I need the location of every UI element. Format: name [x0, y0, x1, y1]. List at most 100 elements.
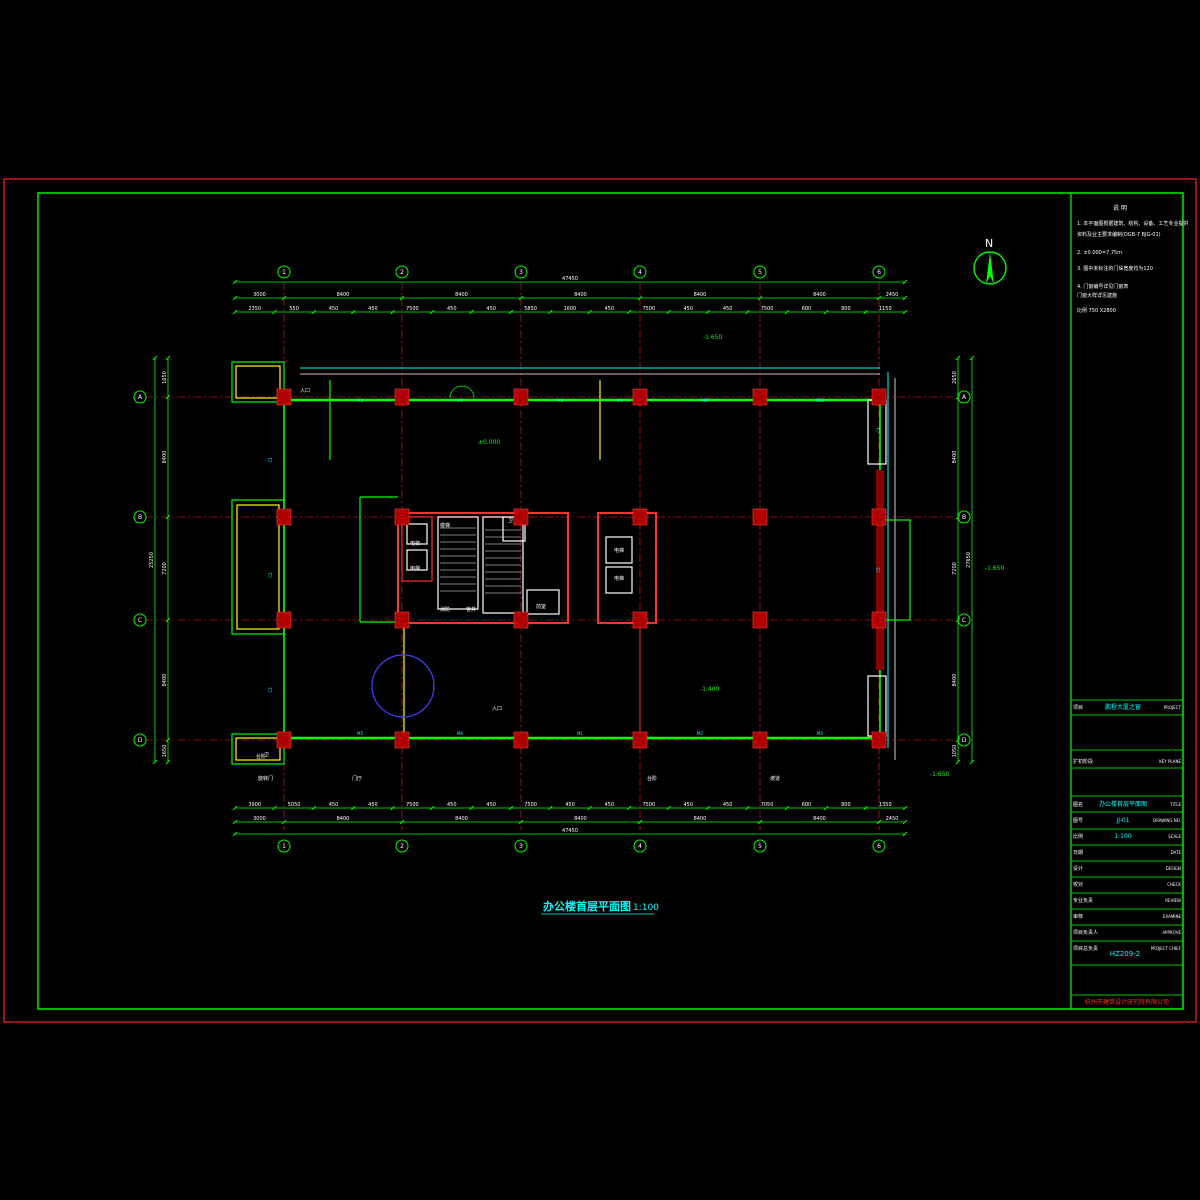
lift-core2-a	[605, 536, 633, 564]
dim-top-bays-label: 8400	[455, 292, 468, 298]
axis-bubble-col	[514, 265, 528, 279]
dim-bottom-detail-label: 450	[447, 802, 457, 808]
label-shaft: 管井	[466, 606, 476, 613]
core-outer	[397, 512, 569, 624]
dim-bottom-bays-tick	[757, 819, 763, 825]
note-line: 3. 图中未标注的门垛宽度均为120	[1077, 265, 1153, 272]
level-right: -1.650	[985, 565, 1005, 572]
dim-top-detail-tick	[390, 309, 396, 315]
notes-heading: 说 明	[1113, 204, 1127, 212]
wing-nw	[231, 361, 285, 403]
structural-column	[513, 508, 529, 526]
axis-bubble-col	[633, 265, 647, 279]
level-bottom: -1.650	[930, 771, 950, 778]
dim-right-total-label: 27650	[966, 552, 972, 568]
title-block-en: KEY PLANE	[1159, 759, 1181, 764]
dim-top-detail-tick	[508, 309, 514, 315]
axis-bubble-col	[753, 839, 767, 853]
door-code-tag: M1	[577, 731, 583, 736]
dim-bottom-total-tick	[902, 831, 908, 837]
dim-bottom-bays-label: 8400	[694, 816, 707, 822]
dim-bottom-detail-label: 800	[841, 802, 851, 808]
structural-column	[632, 508, 648, 526]
door-code-tag: M4	[617, 398, 623, 403]
wing-sw	[231, 733, 285, 765]
dim-left-rows-label: 8400	[162, 451, 168, 464]
revolving-area	[371, 654, 435, 718]
door-code-tag: M2	[457, 398, 463, 403]
dim-right-total-tick	[969, 759, 975, 765]
dim-bottom-detail-label: 450	[368, 802, 378, 808]
dim-top-bays-label: 8400	[574, 292, 587, 298]
structural-column	[513, 731, 529, 749]
dim-bottom-detail-label: 600	[802, 802, 812, 808]
dim-top-detail-label: 550	[289, 306, 299, 312]
label-entrance: 入口	[492, 706, 502, 712]
axis-bubble-row-label: A	[962, 394, 967, 401]
dim-top-detail-label: 1150	[879, 306, 892, 312]
axis-bubble-col-label: 3	[519, 843, 523, 850]
axis-bubble-row-label: D	[962, 737, 967, 744]
dim-bottom-detail-tick	[547, 805, 553, 811]
dim-right-rows-label: 1050	[952, 745, 958, 758]
label-revolving-door: 旋转门	[258, 775, 273, 782]
dim-left-rows-label: 8400	[162, 674, 168, 687]
dim-bottom-detail-tick	[429, 805, 435, 811]
axis-bubble-row-label: B	[138, 514, 142, 521]
dim-left-total-label: 25250	[149, 552, 155, 568]
door-swing	[461, 385, 475, 399]
dim-top-detail-label: 1600	[564, 306, 577, 312]
dim-bottom-detail-tick	[902, 805, 908, 811]
axis-bubble-col-label: 2	[400, 843, 404, 850]
structural-column	[513, 611, 529, 629]
axis-bubble-row-label: C	[962, 617, 966, 624]
dim-bottom-detail-label: 450	[329, 802, 339, 808]
core-lift-3	[526, 589, 560, 615]
core-lift-block	[401, 516, 433, 582]
structural-column	[276, 611, 292, 629]
dim-top-detail-tick	[311, 309, 317, 315]
dim-bottom-detail-tick	[508, 805, 514, 811]
label-lift-2: 电梯	[410, 565, 420, 572]
dim-top-bays-tick	[637, 295, 643, 301]
dim-top-detail-tick	[784, 309, 790, 315]
axis-bubble-row	[133, 390, 147, 404]
note-line: 4. 门窗编号详见门窗表	[1077, 283, 1128, 290]
lift-2	[406, 549, 428, 571]
axis-bubble-col	[277, 265, 291, 279]
dim-bottom-bays-label: 8400	[574, 816, 587, 822]
dim-top-detail-label: 450	[368, 306, 378, 312]
dim-top-bays-tick	[399, 295, 405, 301]
level-lobby: -1.400	[700, 686, 720, 693]
title-block-en: APPROVE	[1162, 930, 1181, 935]
structural-column	[871, 611, 887, 629]
dim-left-rows-label: 1650	[162, 371, 168, 384]
structural-column	[276, 731, 292, 749]
axis-bubble-row-label: A	[138, 394, 143, 401]
dim-top-bays-label: 8400	[694, 292, 707, 298]
axis-bubble-col-label: 5	[758, 269, 762, 276]
door-code-tag: M5	[357, 731, 363, 736]
axis-bubble-col-label: 4	[638, 843, 642, 850]
dim-top-detail-tick	[429, 309, 435, 315]
title-block-en: TITLE	[1169, 802, 1181, 807]
dim-right-rows-tick	[955, 355, 961, 361]
axis-bubble-col-label: 6	[877, 843, 881, 850]
title-block-label: 项目	[1073, 705, 1083, 711]
title-block-label: 日期	[1073, 850, 1083, 856]
dim-bottom-bays-tick	[281, 819, 287, 825]
axis-bubble-col-label: 5	[758, 843, 762, 850]
dim-top-bays-tick	[232, 295, 238, 301]
lift-core2-b	[605, 566, 633, 594]
title-block-label: 图号	[1073, 818, 1083, 824]
note-line: 资料及业主要求编制(DGB-7 BJG-01)	[1077, 231, 1161, 238]
level-top: -1.650	[703, 334, 723, 341]
inner-border	[37, 192, 1184, 1010]
dim-top-detail-tick	[626, 309, 632, 315]
title-block-label: 图名	[1073, 801, 1083, 808]
window-code-tag: C2	[268, 572, 273, 578]
dim-bottom-total-tick	[232, 831, 238, 837]
axis-bubble-row	[957, 613, 971, 627]
